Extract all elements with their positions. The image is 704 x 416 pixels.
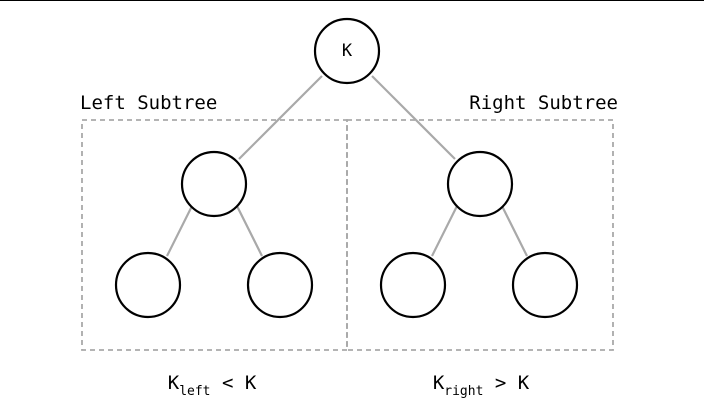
left-subtree-title: Left Subtree	[80, 92, 217, 114]
right-subtree-region	[346, 119, 614, 351]
left-subtree-condition: Kleft < K	[168, 372, 257, 399]
right-condition-subscript: right	[444, 384, 483, 399]
edge-right-child-to-right-left	[431, 205, 458, 257]
right-condition-rest: > K	[483, 372, 529, 394]
left-left-leaf-node	[114, 251, 182, 319]
right-left-leaf-node	[379, 251, 447, 319]
right-subtree-title: Right Subtree	[469, 92, 618, 114]
edge-left-child-to-left-right	[236, 205, 263, 257]
left-condition-subscript: left	[179, 384, 210, 399]
right-condition-base: K	[433, 372, 445, 394]
edge-left-child-to-left-left	[166, 205, 193, 257]
left-condition-rest: < K	[211, 372, 257, 394]
left-child-node	[180, 150, 248, 218]
right-right-leaf-node	[511, 251, 579, 319]
right-subtree-condition: Kright > K	[433, 372, 530, 399]
left-condition-base: K	[168, 372, 180, 394]
edge-root-to-left-child	[238, 75, 323, 160]
right-child-node	[446, 150, 514, 218]
left-right-leaf-node	[246, 251, 314, 319]
edge-right-child-to-right-right	[501, 205, 528, 257]
root-node-label: K	[342, 41, 353, 61]
edge-root-to-right-child	[371, 75, 456, 160]
root-node	[313, 17, 381, 85]
